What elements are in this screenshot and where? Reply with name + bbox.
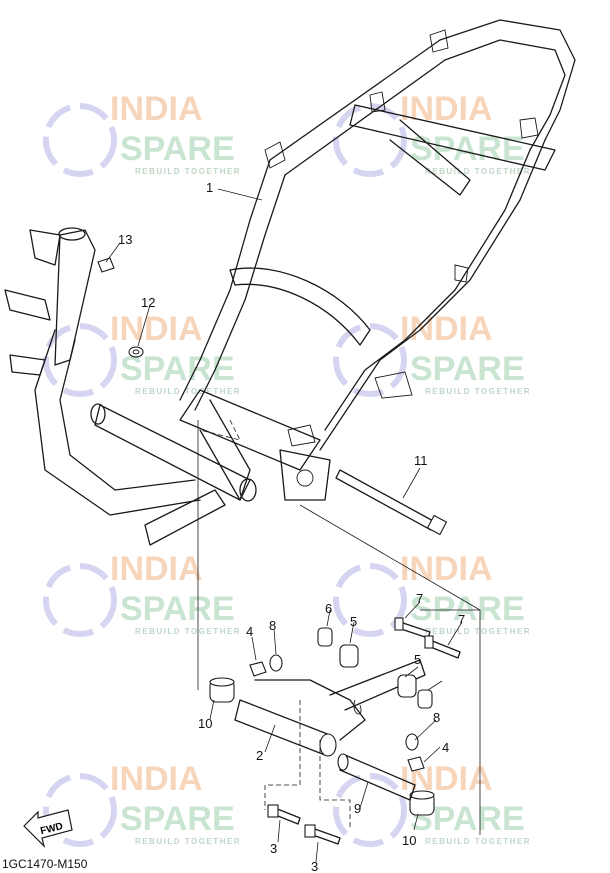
bushing-5-upper — [339, 644, 359, 668]
svg-text:SPARE: SPARE — [410, 350, 525, 388]
svg-text:SPARE: SPARE — [120, 800, 235, 838]
callout-8: 8 — [269, 618, 276, 633]
bushing-10-upper — [209, 677, 235, 703]
watermark-logo: INDIA SPARE REBUILD TOGETHER — [43, 310, 241, 397]
callout-labels: 1 2 3 3 4 4 5 5 6 7 7 8 8 9 10 10 11 12 … — [118, 180, 465, 873]
svg-text:REBUILD TOGETHER: REBUILD TOGETHER — [425, 167, 531, 176]
bolt-7-lower — [424, 635, 461, 659]
svg-text:REBUILD TOGETHER: REBUILD TOGETHER — [135, 387, 241, 396]
svg-text:SPARE: SPARE — [120, 130, 235, 168]
svg-text:INDIA: INDIA — [400, 90, 493, 128]
watermark-logo: INDIA SPARE REBUILD TOGETHER — [43, 760, 241, 847]
svg-text:SPARE: SPARE — [410, 130, 525, 168]
washer-8-right — [405, 733, 419, 751]
svg-text:REBUILD TOGETHER: REBUILD TOGETHER — [425, 387, 531, 396]
bolt-3-right — [304, 824, 341, 845]
callout-10-b: 10 — [402, 833, 416, 848]
leader-lines — [105, 188, 463, 863]
svg-text:SPARE: SPARE — [410, 590, 525, 628]
callout-8-b: 8 — [433, 710, 440, 725]
fwd-label: FWD — [39, 821, 64, 837]
callout-4: 4 — [246, 624, 253, 639]
svg-text:INDIA: INDIA — [110, 760, 203, 798]
svg-text:REBUILD TOGETHER: REBUILD TOGETHER — [135, 627, 241, 636]
washer-12 — [128, 346, 144, 358]
svg-text:INDIA: INDIA — [400, 550, 493, 588]
nut-13 — [97, 257, 115, 273]
svg-text:INDIA: INDIA — [400, 310, 493, 348]
watermark-logo: INDIA SPARE REBUILD TOGETHER — [333, 550, 531, 637]
svg-text:INDIA: INDIA — [110, 90, 203, 128]
callout-12: 12 — [141, 295, 155, 310]
bushing-6 — [317, 627, 333, 647]
watermark-logo: INDIA SPARE REBUILD TOGETHER — [43, 550, 241, 637]
callout-10: 10 — [198, 716, 212, 731]
callout-9: 9 — [354, 801, 361, 816]
watermark-group: INDIA SPARE REBUILD TOGETHER INDIA SPARE… — [43, 90, 531, 847]
collar-9 — [337, 753, 416, 801]
callout-11: 11 — [414, 453, 428, 468]
callout-2: 2 — [256, 748, 263, 763]
callout-5: 5 — [350, 614, 357, 629]
diagram-code: 1GC1470-M150 — [2, 857, 88, 871]
callout-3-b: 3 — [311, 859, 318, 873]
nut-4-left — [249, 661, 267, 677]
bolt-11 — [335, 469, 448, 536]
washer-8-left — [269, 654, 283, 672]
swing-arm-2 — [234, 659, 426, 757]
watermark-logo: INDIA SPARE REBUILD TOGETHER — [43, 90, 241, 177]
nut-4-right — [407, 756, 425, 772]
main-frame — [4, 19, 576, 546]
callout-3: 3 — [270, 841, 277, 856]
callout-7: 7 — [416, 591, 423, 606]
assembly-outline — [197, 419, 481, 835]
callout-6: 6 — [325, 601, 332, 616]
svg-text:INDIA: INDIA — [110, 310, 203, 348]
svg-text:REBUILD TOGETHER: REBUILD TOGETHER — [425, 837, 531, 846]
fwd-arrow-icon: FWD — [23, 809, 73, 848]
callout-13: 13 — [118, 232, 132, 247]
bushing-10-lower — [409, 790, 435, 816]
callout-1: 1 — [206, 180, 213, 195]
callout-4-b: 4 — [442, 740, 449, 755]
svg-text:REBUILD TOGETHER: REBUILD TOGETHER — [135, 167, 241, 176]
callout-7-b: 7 — [458, 612, 465, 627]
svg-text:REBUILD TOGETHER: REBUILD TOGETHER — [425, 627, 531, 636]
svg-text:SPARE: SPARE — [120, 590, 235, 628]
svg-text:REBUILD TOGETHER: REBUILD TOGETHER — [135, 837, 241, 846]
bushing-5-lower — [397, 674, 433, 709]
svg-text:INDIA: INDIA — [110, 550, 203, 588]
watermark-logo: INDIA SPARE REBUILD TOGETHER — [333, 90, 531, 177]
bolt-3-left — [267, 804, 301, 825]
callout-5-b: 5 — [414, 652, 421, 667]
